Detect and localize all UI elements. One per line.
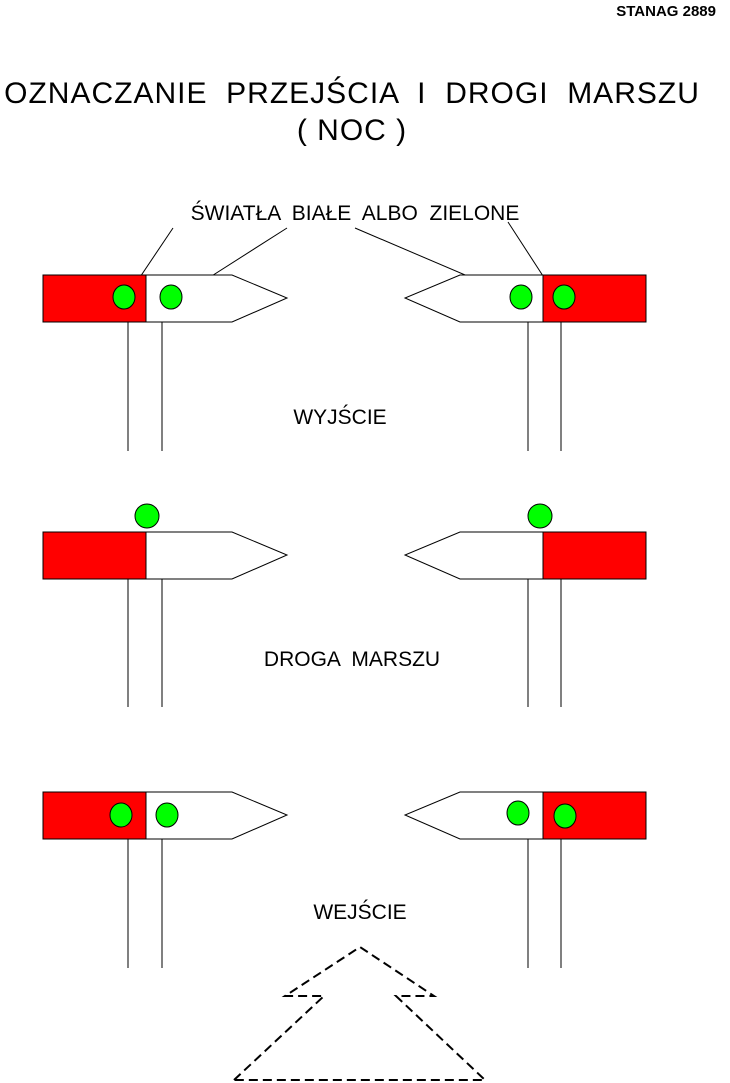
sign-red-panel xyxy=(542,531,647,580)
sign-red-panel xyxy=(42,531,147,580)
sign-white-arrow xyxy=(403,274,544,323)
sign-white-arrow xyxy=(403,791,544,840)
sign-white-arrow xyxy=(145,791,289,840)
entry-signs xyxy=(42,791,647,968)
green-light-icon xyxy=(552,284,576,310)
green-light-icon xyxy=(527,503,553,529)
green-light-icon xyxy=(134,503,160,529)
diagram-title: OZNACZANIE PRZEJŚCIA I DROGI MARSZU xyxy=(4,76,700,110)
sign-white-arrow xyxy=(145,531,289,580)
route-signs xyxy=(42,503,647,707)
green-light-icon xyxy=(506,800,530,826)
green-light-icon xyxy=(159,284,183,310)
entry-label: WEJŚCIE xyxy=(313,900,406,924)
direction-arrow-icon xyxy=(231,945,488,1081)
exit-label: WYJŚCIE xyxy=(293,405,386,429)
sign-white-arrow xyxy=(145,274,289,323)
diagram-subtitle: ( NOC ) xyxy=(297,114,407,147)
green-light-icon xyxy=(509,284,533,310)
exit-signs xyxy=(42,274,647,451)
green-light-icon xyxy=(155,802,179,828)
lights-label: ŚWIATŁA BIAŁE ALBO ZIELONE xyxy=(191,201,520,225)
route-label: DROGA MARSZU xyxy=(264,648,440,671)
stanag-reference: STANAG 2889 xyxy=(616,3,716,20)
green-light-icon xyxy=(109,802,133,828)
green-light-icon xyxy=(112,284,136,310)
sign-white-arrow xyxy=(403,531,544,580)
green-light-icon xyxy=(553,803,577,829)
